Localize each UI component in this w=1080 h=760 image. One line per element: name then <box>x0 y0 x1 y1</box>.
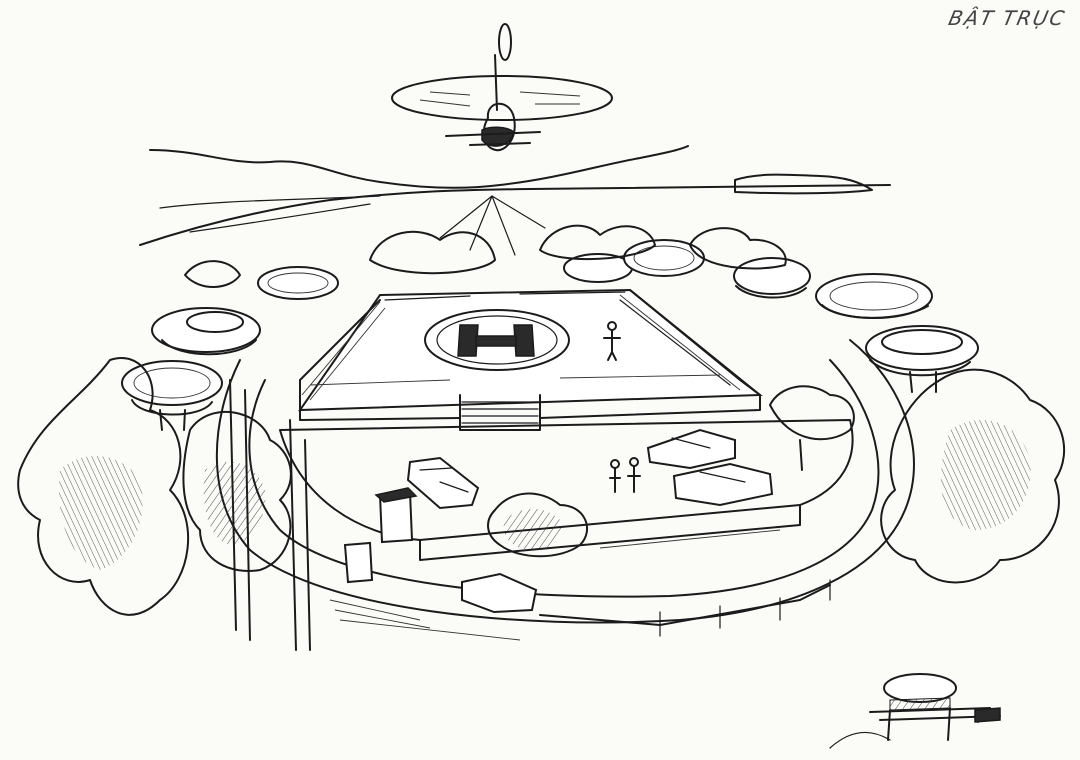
pavilion-left-back <box>257 266 339 300</box>
pavilion-left-front <box>121 360 223 431</box>
pavilion-left-mid <box>151 307 261 356</box>
pavilions <box>121 239 979 431</box>
cars <box>406 428 774 614</box>
pavilion-right-back <box>733 257 811 299</box>
car-4 <box>461 572 538 614</box>
horizon-landscape <box>139 145 891 246</box>
foliage <box>17 224 1065 651</box>
pavilion-right-mid <box>815 273 933 319</box>
car-1 <box>406 456 480 510</box>
helipad-platform <box>298 288 763 412</box>
pavilion-right-front <box>865 325 979 393</box>
car-2 <box>646 428 736 470</box>
approach-lines <box>439 195 546 256</box>
car-3 <box>672 462 774 507</box>
pavilion-back-center <box>563 239 705 283</box>
detail-pavilion-sketch <box>829 673 1001 749</box>
front-fence <box>539 579 831 637</box>
helicopter <box>391 23 613 152</box>
plaza-stairs <box>299 374 761 431</box>
guard-house <box>343 487 418 584</box>
